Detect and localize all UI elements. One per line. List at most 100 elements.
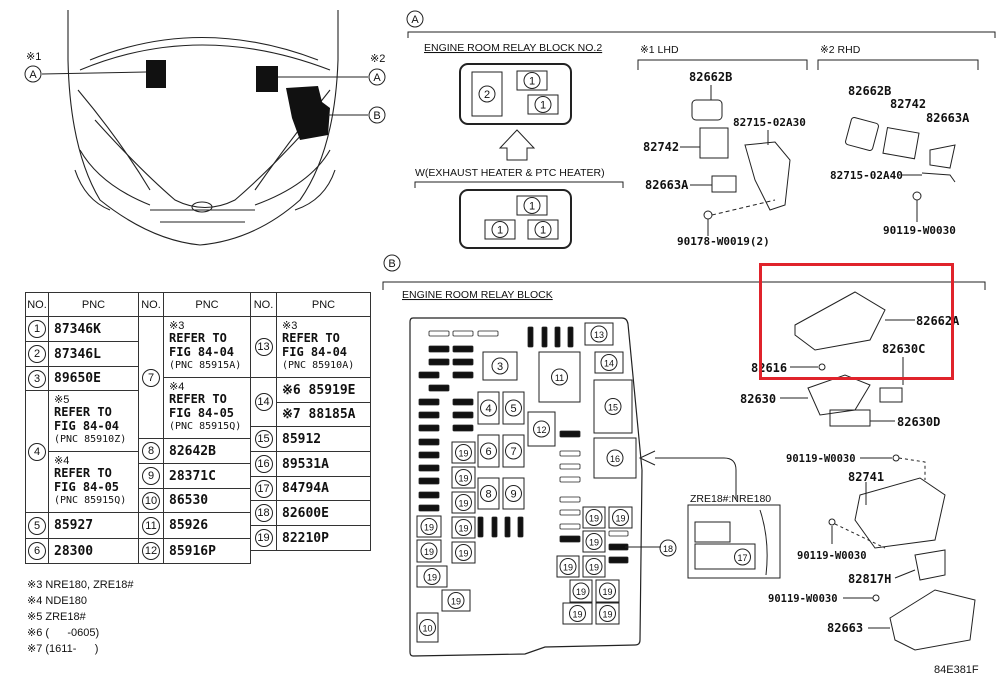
component-number: 19 — [458, 524, 468, 534]
component-19: 19 — [416, 539, 442, 563]
table-no-cell: 12 — [138, 538, 164, 564]
component-number: 8 — [485, 489, 491, 501]
part-label: 90119-W0030 — [883, 224, 956, 237]
component-number: 19 — [563, 563, 573, 573]
fuse-slot — [418, 411, 440, 419]
section-b-label: B — [388, 258, 395, 270]
component-8: 8 — [477, 477, 500, 510]
circled-number: 19 — [254, 529, 273, 547]
component-number: 1 — [540, 100, 546, 112]
pnc-value: 85916P — [169, 543, 216, 559]
part-label: 82817H — [848, 572, 891, 586]
table-pnc-cell: 87346L — [48, 341, 139, 367]
part-label: 82630C — [882, 342, 925, 356]
component-16: 16 — [593, 437, 637, 479]
pnc-value: 82642B — [169, 443, 216, 459]
variant-title: W(EXHAUST HEATER & PTC HEATER) — [415, 167, 605, 179]
component-number: 19 — [589, 563, 599, 573]
header-no: NO. — [250, 292, 277, 317]
fuse-slot — [608, 556, 629, 564]
table-no-cell: 11 — [138, 512, 164, 539]
callout-a-right: A — [373, 72, 381, 84]
callout-lines — [41, 71, 368, 116]
component-number: 19 — [602, 610, 612, 620]
component-number: 12 — [536, 425, 546, 435]
fuse-slot — [517, 516, 524, 538]
relay-block-location — [286, 86, 330, 140]
fuse-slot — [491, 516, 498, 538]
component-number: 14 — [604, 359, 614, 369]
table-pnc-cell: 28300 — [48, 538, 139, 564]
component-number: 19 — [458, 499, 468, 509]
component-number: 6 — [485, 446, 491, 458]
pnc-value: 89650E — [54, 371, 101, 386]
part-label: 90178-W0019(2) — [677, 235, 770, 248]
part-label: 82742 — [643, 140, 679, 154]
relay-block-no2-location-lhd — [146, 60, 166, 88]
component-number: 4 — [485, 403, 491, 415]
applicability-note: ※3 — [169, 320, 185, 332]
component-number: 1 — [540, 225, 546, 237]
fuse-slot — [418, 371, 440, 379]
component-19: 19 — [451, 441, 476, 464]
component-number: 19 — [602, 587, 612, 597]
component-number: 1 — [529, 201, 535, 213]
table-no-cell: 5 — [25, 512, 49, 539]
circled-number: 4 — [28, 442, 46, 461]
pnc-value: 84794A — [282, 481, 329, 496]
component-2: 2 — [478, 85, 496, 103]
part-label: 82715-02A30 — [733, 116, 806, 129]
fuse-slot — [559, 476, 581, 483]
component-number: 13 — [594, 330, 604, 340]
rhd-title: ※2 RHD — [820, 44, 861, 56]
section-a-bracket — [407, 31, 996, 38]
component-19: 19 — [582, 555, 606, 578]
table-no-cell: 8 — [138, 438, 164, 464]
component-19: 19 — [582, 530, 606, 553]
lhd-part-drawings — [680, 85, 791, 236]
table-pnc-cell: 82210P — [276, 525, 371, 551]
highlight-box — [759, 263, 954, 380]
component-number: 19 — [615, 514, 625, 524]
refer-text: REFER TO — [54, 405, 112, 419]
fuse-slot — [452, 345, 474, 353]
part-label: 82741 — [848, 470, 884, 484]
circled-number: 11 — [142, 516, 160, 535]
table-no-cell: 18 — [250, 500, 277, 526]
fuse-slot — [567, 326, 574, 348]
table-no-cell: 19 — [250, 525, 277, 551]
part-label: 90119-W0030 — [786, 453, 856, 465]
table-pnc-cell: 82642B — [163, 438, 251, 464]
part-label: 90119-W0030 — [768, 593, 838, 605]
table-pnc-cell: 87346K — [48, 316, 139, 342]
fuse-slot — [418, 491, 440, 499]
circled-number: 14 — [254, 393, 273, 411]
applicability-note: ※3 — [282, 320, 298, 332]
relay-block-no2-location-rhd — [256, 66, 278, 92]
component-19: 19 — [595, 602, 620, 625]
table-no-cell: 6 — [25, 538, 49, 564]
note-1-marker: ※1 — [26, 51, 41, 63]
component-13: 13 — [584, 322, 614, 346]
callout-b-car: B — [373, 110, 380, 122]
table-no-cell: 10 — [138, 488, 164, 513]
table-pnc-cell: 84794A — [276, 476, 371, 501]
pnc-value: 87346K — [54, 321, 101, 337]
part-label: 82662A — [916, 314, 960, 328]
fuse-slot — [504, 516, 511, 538]
fuse-slot — [608, 530, 629, 537]
component-number: 19 — [451, 597, 461, 607]
circled-number: 17 — [254, 479, 273, 498]
pnc-ref: (PNC 85915Q) — [54, 495, 127, 506]
car-front-illustration — [67, 10, 339, 246]
footnote: ※3 NRE180, ZRE18# — [27, 579, 134, 591]
fuse-slot — [452, 358, 474, 366]
circled-number: 7 — [142, 368, 160, 387]
component-1: 1 — [534, 96, 552, 113]
component-number: 19 — [589, 538, 599, 548]
circled-number: 13 — [254, 338, 273, 356]
component-number: 1 — [497, 225, 503, 237]
callout-a-left: A — [29, 69, 37, 81]
part-label: 82663 — [827, 621, 863, 635]
